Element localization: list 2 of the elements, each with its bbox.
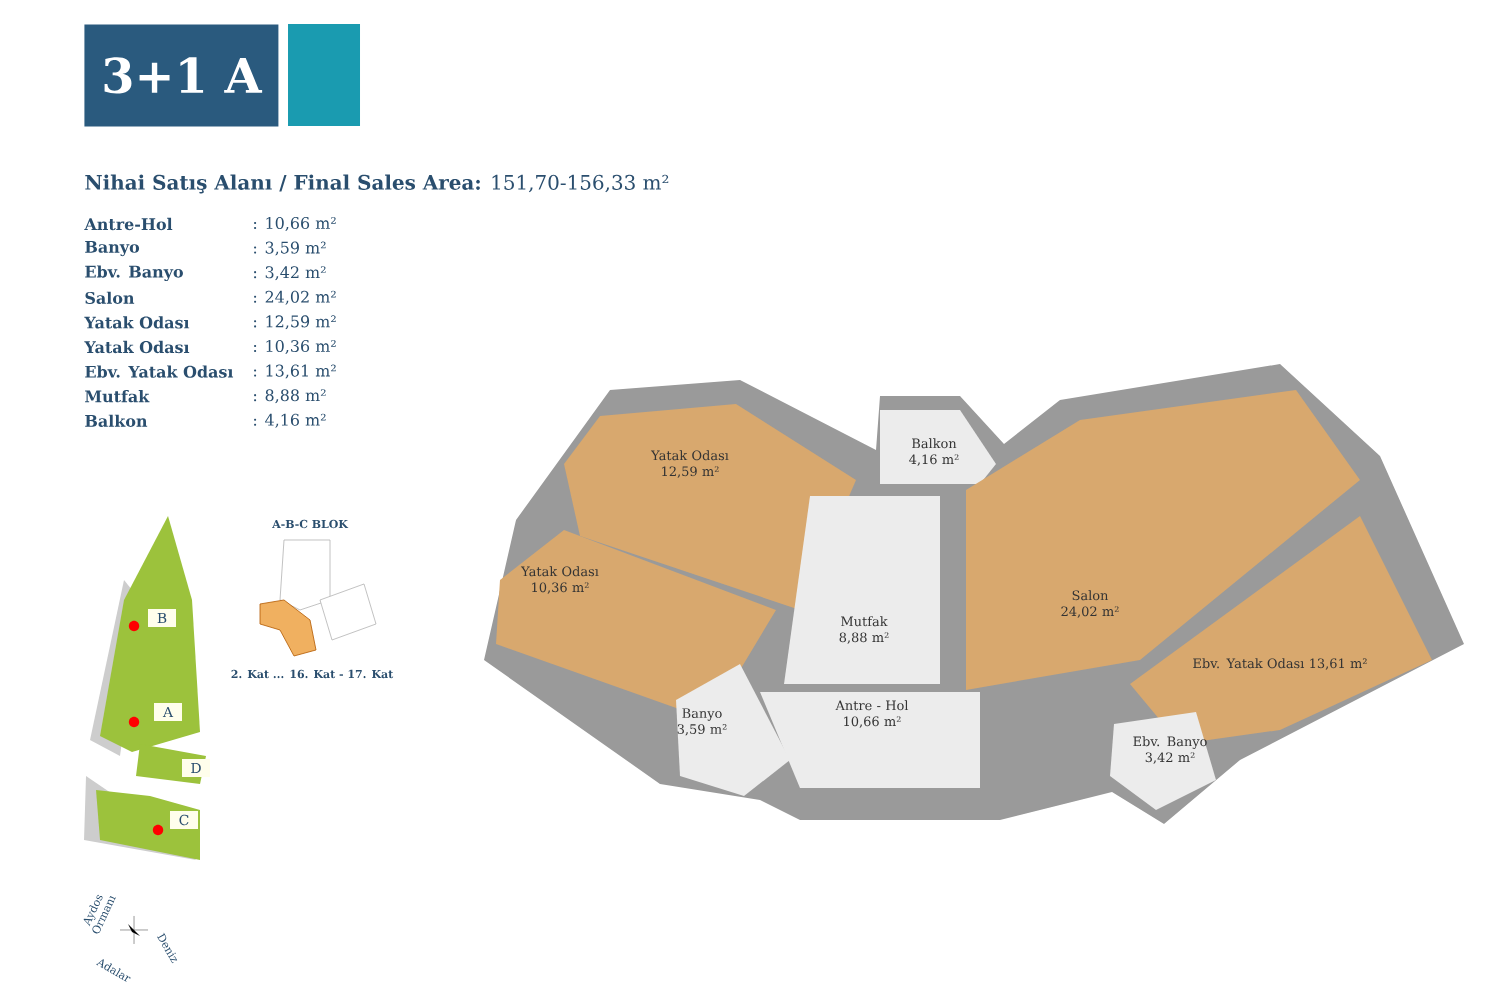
heading: Nihai Satış Alanı / Final Sales Area: 151,70-156,33 m² [85, 174, 669, 194]
title-box: 3+1 A [84, 24, 279, 127]
